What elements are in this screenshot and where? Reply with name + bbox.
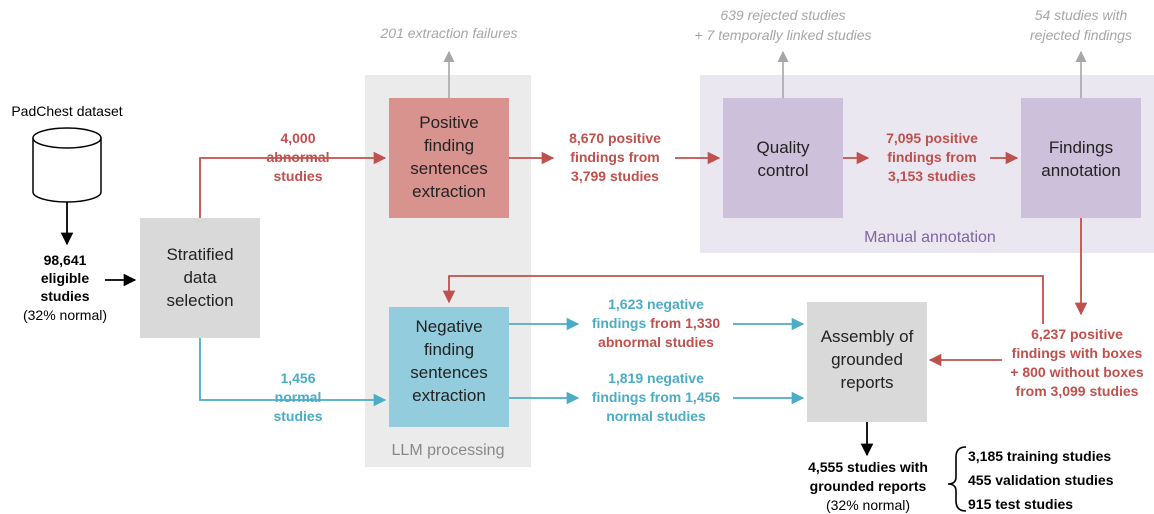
svg-text:rejected findings: rejected findings — [1030, 27, 1132, 43]
svg-text:studies: studies — [273, 408, 322, 424]
split-validation: 455 validation studies — [968, 472, 1114, 488]
svg-text:6,237 positive: 6,237 positive — [1031, 326, 1123, 342]
svg-text:grounded reports: grounded reports — [810, 478, 927, 494]
svg-text:eligible: eligible — [41, 270, 89, 286]
svg-text:54 studies with: 54 studies with — [1035, 7, 1128, 23]
svg-text:normal studies: normal studies — [606, 408, 706, 424]
svg-text:extraction: extraction — [412, 182, 486, 201]
svg-text:Assembly of: Assembly of — [821, 327, 914, 346]
svg-text:(32% normal): (32% normal) — [826, 497, 910, 513]
svg-text:selection: selection — [166, 291, 233, 310]
arrow-selection-to-negative — [199, 338, 387, 407]
llm-processing-label: LLM processing — [392, 442, 505, 459]
positive-findings-with-boxes-label: 6,237 positive findings with boxes + 800… — [1010, 326, 1144, 399]
svg-text:findings from: findings from — [887, 149, 976, 165]
quality-control-box — [723, 98, 843, 218]
normal-studies-label: 1,456 normal studies — [273, 370, 322, 424]
svg-text:findings from 1,330: findings from 1,330 — [592, 315, 721, 331]
svg-text:Negative: Negative — [415, 317, 482, 336]
svg-text:(32% normal): (32% normal) — [23, 307, 107, 323]
svg-text:control: control — [757, 161, 808, 180]
extraction-failures-label: 201 extraction failures — [380, 25, 518, 41]
svg-text:abnormal: abnormal — [266, 149, 329, 165]
negative-findings-normal-label: 1,819 negative findings from 1,456 norma… — [592, 370, 721, 424]
svg-text:1,623 negative: 1,623 negative — [608, 296, 704, 312]
stratified-selection-box — [140, 218, 260, 338]
negative-extraction-text: Negative finding sentences extraction — [410, 317, 488, 405]
dataset-label: PadChest dataset — [11, 103, 122, 119]
svg-text:abnormal studies: abnormal studies — [598, 334, 714, 350]
svg-text:1,456: 1,456 — [280, 370, 315, 386]
svg-text:finding: finding — [424, 136, 474, 155]
svg-text:Positive: Positive — [419, 113, 479, 132]
svg-text:Findings: Findings — [1049, 138, 1113, 157]
rejected-studies-label: 639 rejected studies + 7 temporally link… — [694, 7, 871, 43]
svg-text:findings from 1,456: findings from 1,456 — [592, 389, 721, 405]
svg-text:7,095 positive: 7,095 positive — [886, 130, 978, 146]
positive-extraction-text: Positive finding sentences extraction — [410, 113, 488, 201]
findings-annotation-box — [1021, 98, 1141, 218]
svg-text:4,555 studies with: 4,555 studies with — [808, 459, 928, 475]
findings-annotation-text: Findings annotation — [1041, 138, 1120, 180]
svg-text:grounded: grounded — [831, 350, 903, 369]
svg-text:from 3,099 studies: from 3,099 studies — [1016, 383, 1139, 399]
svg-text:+ 800 without boxes: + 800 without boxes — [1010, 364, 1144, 380]
split-brace — [947, 446, 967, 512]
split-training: 3,185 training studies — [968, 448, 1111, 464]
svg-text:1,819 negative: 1,819 negative — [608, 370, 704, 386]
svg-text:639 rejected studies: 639 rejected studies — [720, 7, 845, 23]
eligible-studies: 98,641 eligible studies (32% normal) — [23, 252, 107, 323]
svg-text:studies: studies — [40, 288, 89, 304]
svg-text:data: data — [183, 268, 217, 287]
arrow-feedback-to-negative — [442, 275, 1044, 324]
abnormal-studies-label: 4,000 abnormal studies — [266, 130, 329, 184]
positive-extraction-box — [389, 98, 509, 218]
assembly-box — [807, 302, 927, 422]
svg-text:annotation: annotation — [1041, 161, 1120, 180]
manual-annotation-label: Manual annotation — [864, 229, 996, 246]
svg-text:reports: reports — [841, 373, 894, 392]
svg-text:findings with boxes: findings with boxes — [1012, 345, 1143, 361]
svg-text:findings from: findings from — [570, 149, 659, 165]
final-studies-label: 4,555 studies with grounded reports (32%… — [808, 459, 928, 513]
svg-text:98,641: 98,641 — [44, 252, 87, 268]
database-icon — [32, 127, 102, 203]
svg-text:extraction: extraction — [412, 386, 486, 405]
svg-text:Quality: Quality — [757, 138, 810, 157]
split-list: 3,185 training studies 455 validation st… — [968, 448, 1114, 512]
svg-text:normal: normal — [275, 389, 322, 405]
negative-findings-abnormal-label: 1,623 negative findings from 1,330 abnor… — [592, 296, 721, 350]
svg-text:8,670 positive: 8,670 positive — [569, 130, 661, 146]
svg-text:sentences: sentences — [410, 159, 488, 178]
svg-text:3,153 studies: 3,153 studies — [888, 168, 976, 184]
quality-control-text: Quality control — [757, 138, 810, 180]
svg-text:+ 7 temporally linked studies: + 7 temporally linked studies — [694, 27, 871, 43]
assembly-text: Assembly of grounded reports — [821, 327, 914, 392]
rejected-findings-label: 54 studies with rejected findings — [1030, 7, 1132, 43]
split-test: 915 test studies — [968, 496, 1073, 512]
svg-text:Stratified: Stratified — [166, 245, 233, 264]
svg-text:4,000: 4,000 — [280, 130, 315, 146]
svg-text:sentences: sentences — [410, 363, 488, 382]
svg-text:3,799 studies: 3,799 studies — [571, 168, 659, 184]
svg-text:finding: finding — [424, 340, 474, 359]
positive-findings-7095-label: 7,095 positive findings from 3,153 studi… — [886, 130, 978, 184]
arrow-selection-to-positive — [199, 151, 387, 218]
positive-findings-8670-label: 8,670 positive findings from 3,799 studi… — [569, 130, 661, 184]
stratified-selection-text: Stratified data selection — [166, 245, 233, 310]
negative-extraction-box — [389, 307, 509, 427]
svg-text:studies: studies — [273, 168, 322, 184]
